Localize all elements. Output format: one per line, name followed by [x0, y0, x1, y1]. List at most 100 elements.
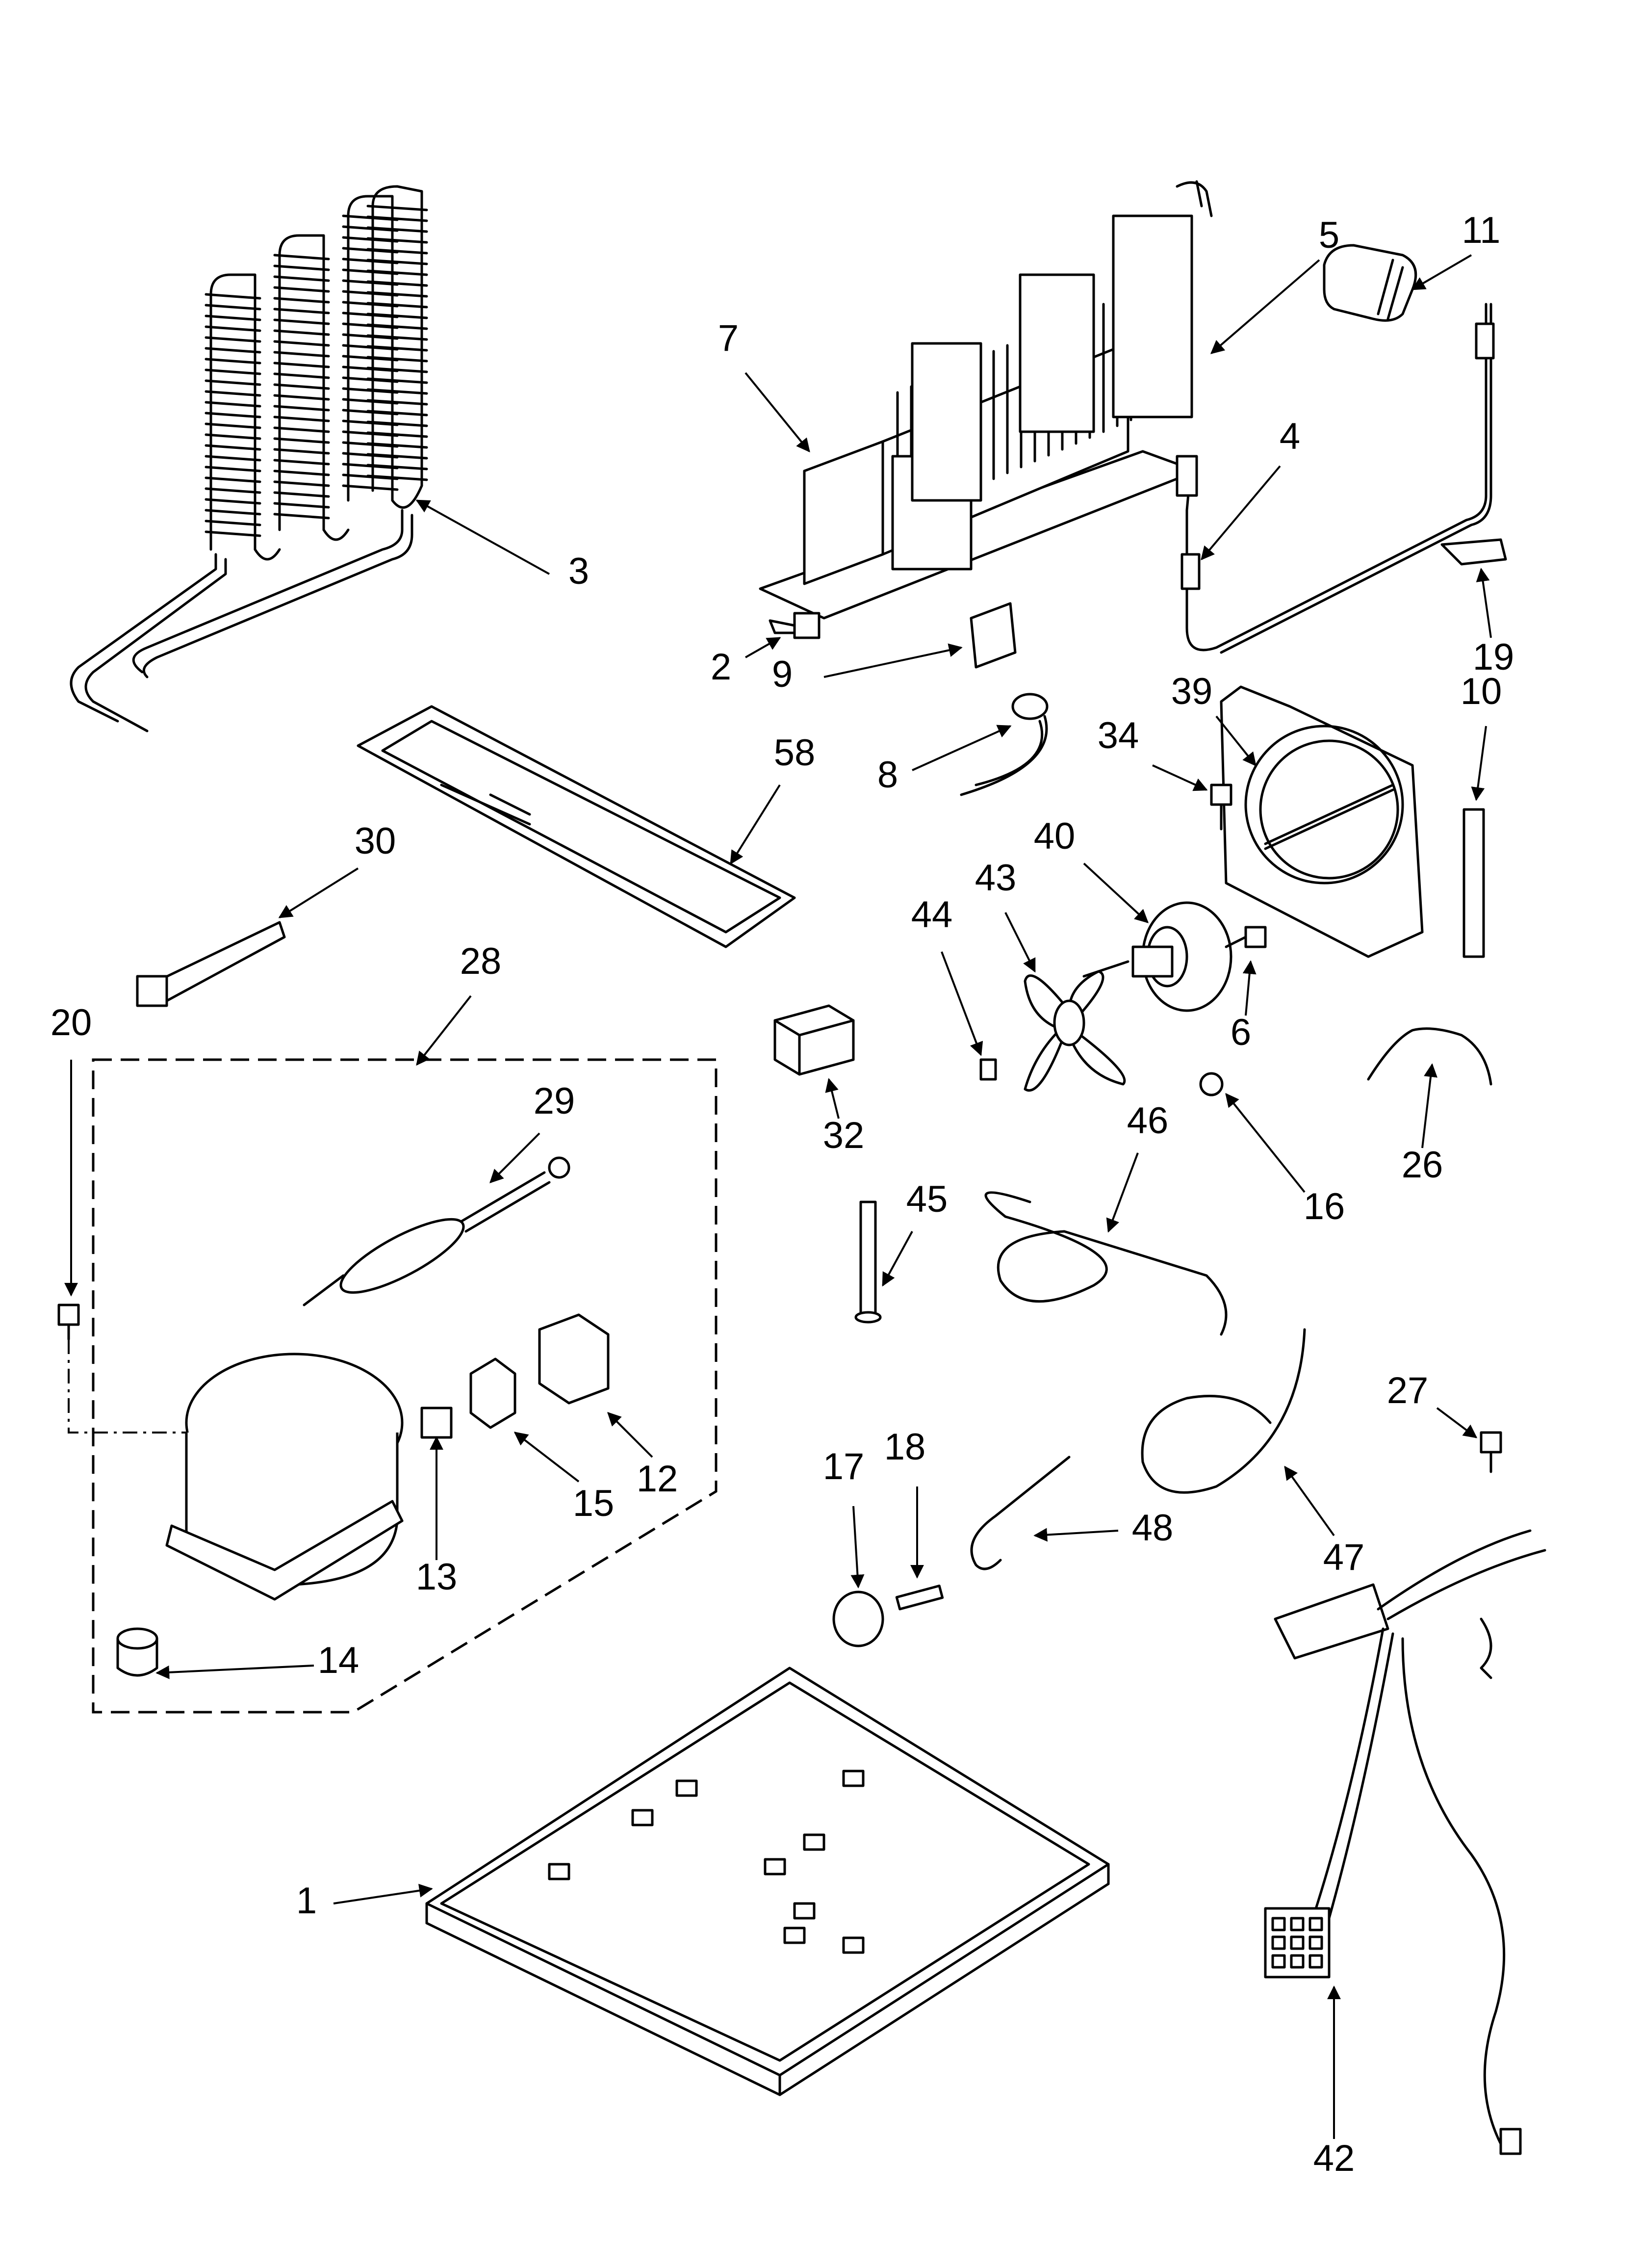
callout-30: 30	[355, 820, 396, 862]
relay-box	[773, 1004, 855, 1076]
fan-shroud	[1220, 685, 1424, 958]
callout-39: 39	[1171, 671, 1213, 712]
callout-27: 27	[1387, 1370, 1429, 1411]
callout-5: 5	[1319, 214, 1339, 256]
leader-5	[1210, 259, 1320, 354]
callout-1: 1	[296, 1880, 317, 1922]
filter-drier	[303, 1156, 570, 1306]
leader-26	[1421, 1063, 1437, 1148]
callout-48: 48	[1132, 1507, 1174, 1549]
callout-2: 2	[711, 646, 731, 688]
leader-40	[1083, 862, 1149, 923]
callout-7: 7	[718, 317, 739, 359]
callout-14: 14	[318, 1640, 359, 1681]
callout-17: 17	[823, 1446, 865, 1487]
cap-part	[1323, 244, 1417, 322]
roller-pin	[895, 1584, 944, 1611]
callout-28: 28	[460, 940, 502, 982]
leader-47	[1284, 1465, 1335, 1537]
callout-34: 34	[1098, 715, 1139, 756]
gasket-strip	[1462, 808, 1485, 958]
callout-18: 18	[884, 1426, 926, 1468]
leader-11	[1411, 254, 1472, 290]
leader-39	[1215, 715, 1257, 767]
leader-7	[744, 372, 810, 453]
leader-12	[607, 1412, 653, 1458]
callout-32: 32	[823, 1115, 865, 1156]
leader-17	[850, 1506, 865, 1589]
screw-part-27	[1480, 1431, 1502, 1473]
drain-tray	[357, 705, 796, 948]
hose-part	[970, 1456, 1071, 1570]
spring-part	[1367, 1027, 1492, 1086]
callout-13: 13	[416, 1556, 458, 1598]
tie-wrap	[136, 921, 286, 1007]
callout-10: 10	[1461, 671, 1502, 712]
thermistor-wire	[1176, 303, 1495, 654]
tube-part-47	[1141, 1328, 1306, 1494]
leader-58	[730, 784, 781, 865]
callout-26: 26	[1402, 1144, 1443, 1186]
screw-part-2	[769, 612, 821, 639]
callout-29: 29	[534, 1080, 575, 1122]
callout-47: 47	[1323, 1537, 1365, 1578]
screw-part-20	[57, 1303, 80, 1341]
callout-9: 9	[772, 653, 793, 695]
wire-harness-small	[960, 693, 1049, 796]
callout-42: 42	[1313, 2138, 1355, 2179]
callout-8: 8	[877, 754, 898, 796]
leader-2	[745, 637, 781, 658]
clip-part	[1440, 538, 1507, 566]
leader-46	[1106, 1152, 1139, 1233]
callout-43: 43	[975, 857, 1017, 899]
clip-part-16	[1199, 1072, 1224, 1096]
leader-43	[1004, 912, 1036, 973]
leader-28	[416, 995, 472, 1066]
leader-15	[513, 1432, 580, 1483]
leader-16	[1225, 1093, 1306, 1193]
leader-1	[333, 1883, 433, 1904]
condenser-coil	[70, 185, 428, 732]
leader-32	[825, 1078, 840, 1119]
callout-19: 19	[1473, 636, 1514, 678]
callout-58: 58	[774, 732, 816, 774]
callout-6: 6	[1231, 1012, 1251, 1053]
base-frame	[425, 1667, 1110, 2096]
screw-part-6	[1225, 926, 1267, 948]
callout-4: 4	[1280, 416, 1300, 457]
callout-12: 12	[637, 1458, 678, 1500]
callout-20: 20	[51, 1002, 92, 1043]
pin-part	[854, 1200, 882, 1324]
roller-part	[832, 1590, 884, 1647]
grommet-part	[116, 1627, 158, 1677]
callout-46: 46	[1127, 1100, 1169, 1142]
callout-16: 16	[1304, 1186, 1345, 1227]
leader-29	[489, 1132, 540, 1183]
callout-15: 15	[573, 1483, 615, 1524]
fan-blade	[1024, 970, 1126, 1092]
screw-part-34	[1210, 783, 1232, 831]
leader-8	[912, 725, 1012, 771]
leader-3	[415, 499, 550, 575]
leader-34	[1152, 764, 1208, 791]
callout-3: 3	[568, 550, 589, 592]
callout-44: 44	[911, 894, 953, 936]
leader-48	[1033, 1528, 1119, 1542]
tube-loop	[984, 1191, 1228, 1336]
callout-11: 11	[1462, 209, 1501, 251]
relay-part	[538, 1313, 610, 1405]
leader-9	[823, 643, 963, 678]
wire-harness	[1264, 1529, 1546, 2155]
callout-45: 45	[906, 1178, 948, 1220]
compressor-kit-boundary	[92, 1058, 718, 1714]
leader-44	[941, 951, 983, 1056]
overload-part	[469, 1357, 516, 1429]
leader-10	[1471, 726, 1487, 801]
callout-40: 40	[1034, 815, 1076, 857]
leader-45	[882, 1231, 913, 1287]
leader-lines	[64, 254, 1492, 2139]
evaporator-assembly	[759, 180, 1213, 620]
fan-motor	[1082, 901, 1232, 1012]
